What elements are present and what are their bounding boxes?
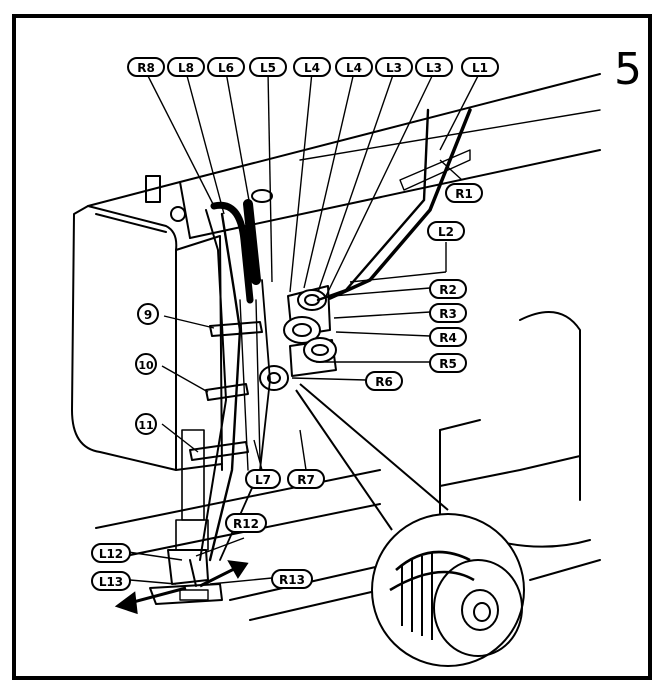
svg-text:R6: R6 — [375, 375, 393, 389]
label-10: 10 — [135, 353, 157, 375]
svg-text:R5: R5 — [439, 357, 457, 371]
label-R8: R8 — [127, 57, 165, 77]
label-11: 11 — [135, 413, 157, 435]
label-L5: L5 — [249, 57, 287, 77]
label-R2: R2 — [429, 279, 467, 299]
svg-text:R1: R1 — [455, 187, 473, 201]
svg-text:R13: R13 — [279, 573, 305, 587]
label-R4: R4 — [429, 327, 467, 347]
svg-text:L5: L5 — [260, 61, 276, 75]
svg-text:L4: L4 — [346, 61, 362, 75]
label-L3-second: L3 — [415, 57, 453, 77]
label-L4-first: L4 — [293, 57, 331, 77]
detail-magnifier — [295, 383, 525, 667]
svg-text:L3: L3 — [426, 61, 442, 75]
svg-text:L8: L8 — [178, 61, 194, 75]
svg-text:L2: L2 — [438, 225, 454, 239]
label-R7: R7 — [287, 469, 325, 489]
svg-text:10: 10 — [138, 359, 154, 372]
svg-text:L12: L12 — [99, 547, 123, 561]
tension-discs — [259, 289, 337, 391]
svg-text:9: 9 — [144, 308, 152, 322]
label-L4-second: L4 — [335, 57, 373, 77]
svg-text:L3: L3 — [386, 61, 402, 75]
svg-text:R8: R8 — [137, 61, 155, 75]
label-R1: R1 — [445, 183, 483, 203]
svg-text:R4: R4 — [439, 331, 457, 345]
label-L13: L13 — [91, 571, 131, 591]
figure-number: 5 — [614, 44, 642, 95]
label-R13: R13 — [271, 569, 313, 589]
label-L3-first: L3 — [375, 57, 413, 77]
svg-text:R7: R7 — [297, 473, 315, 487]
svg-text:L13: L13 — [99, 575, 123, 589]
svg-text:11: 11 — [138, 419, 153, 432]
label-L7: L7 — [245, 469, 281, 489]
label-R12: R12 — [225, 513, 267, 533]
svg-text:R12: R12 — [233, 517, 259, 531]
svg-text:L1: L1 — [472, 61, 488, 75]
label-L6: L6 — [207, 57, 245, 77]
label-R3: R3 — [429, 303, 467, 323]
label-R6: R6 — [365, 371, 403, 391]
svg-text:R2: R2 — [439, 283, 457, 297]
leader-lines — [127, 71, 481, 585]
label-9: 9 — [137, 303, 159, 325]
direction-arrows — [114, 560, 249, 615]
svg-text:L4: L4 — [304, 61, 320, 75]
label-L12: L12 — [91, 543, 131, 563]
label-L1: L1 — [461, 57, 499, 77]
svg-text:L7: L7 — [255, 473, 271, 487]
svg-text:L6: L6 — [218, 61, 234, 75]
svg-text:R3: R3 — [439, 307, 457, 321]
label-L8: L8 — [167, 57, 205, 77]
label-R5: R5 — [429, 353, 467, 373]
label-L2: L2 — [427, 221, 465, 241]
figure-border — [12, 14, 652, 680]
